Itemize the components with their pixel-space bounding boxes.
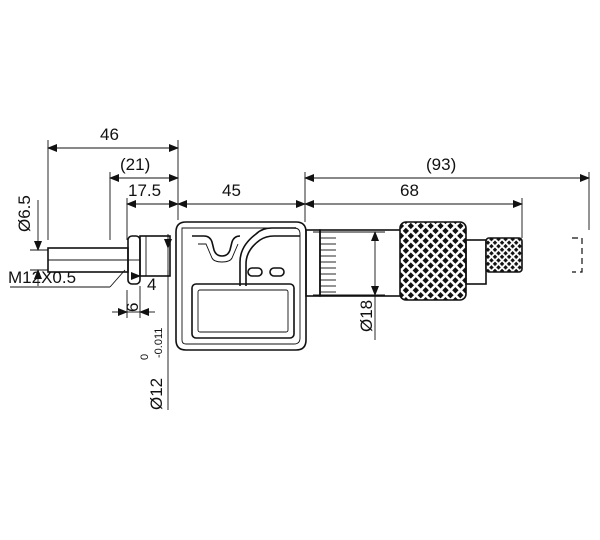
display-body (175, 221, 307, 351)
dim-dia-12: Ø12 (147, 378, 166, 410)
dim-tol-upper: 0 (139, 354, 151, 360)
dim-dia-6-5: Ø6.5 (15, 195, 34, 232)
dim-dia-18: Ø18 (357, 300, 376, 332)
dim-46: 46 (100, 125, 119, 144)
dim-21: (21) (120, 155, 150, 174)
extension-lines (30, 140, 590, 410)
dimension-labels: 46 (21) 17.5 45 (93) 68 Ø6.5 M12X0.5 4 6… (8, 125, 456, 410)
extended-outline (572, 237, 583, 273)
thread-leader (10, 269, 126, 288)
dim-6: 6 (123, 303, 142, 312)
sleeve (305, 229, 403, 297)
dim-thread: M12X0.5 (8, 268, 76, 287)
dim-45: 45 (222, 181, 241, 200)
dim-tol-lower: -0.011 (153, 328, 165, 358)
thimble-cap (465, 239, 487, 285)
dim-93: (93) (426, 155, 456, 174)
dimension-lines (34, 144, 590, 340)
mounting-stem (139, 235, 171, 277)
dim-68: 68 (400, 181, 419, 200)
dim-17-5: 17.5 (128, 181, 161, 200)
clamp-nut (127, 235, 141, 285)
thimble-knurl (399, 221, 467, 301)
dim-4: 4 (147, 275, 156, 294)
ratchet (485, 237, 523, 273)
